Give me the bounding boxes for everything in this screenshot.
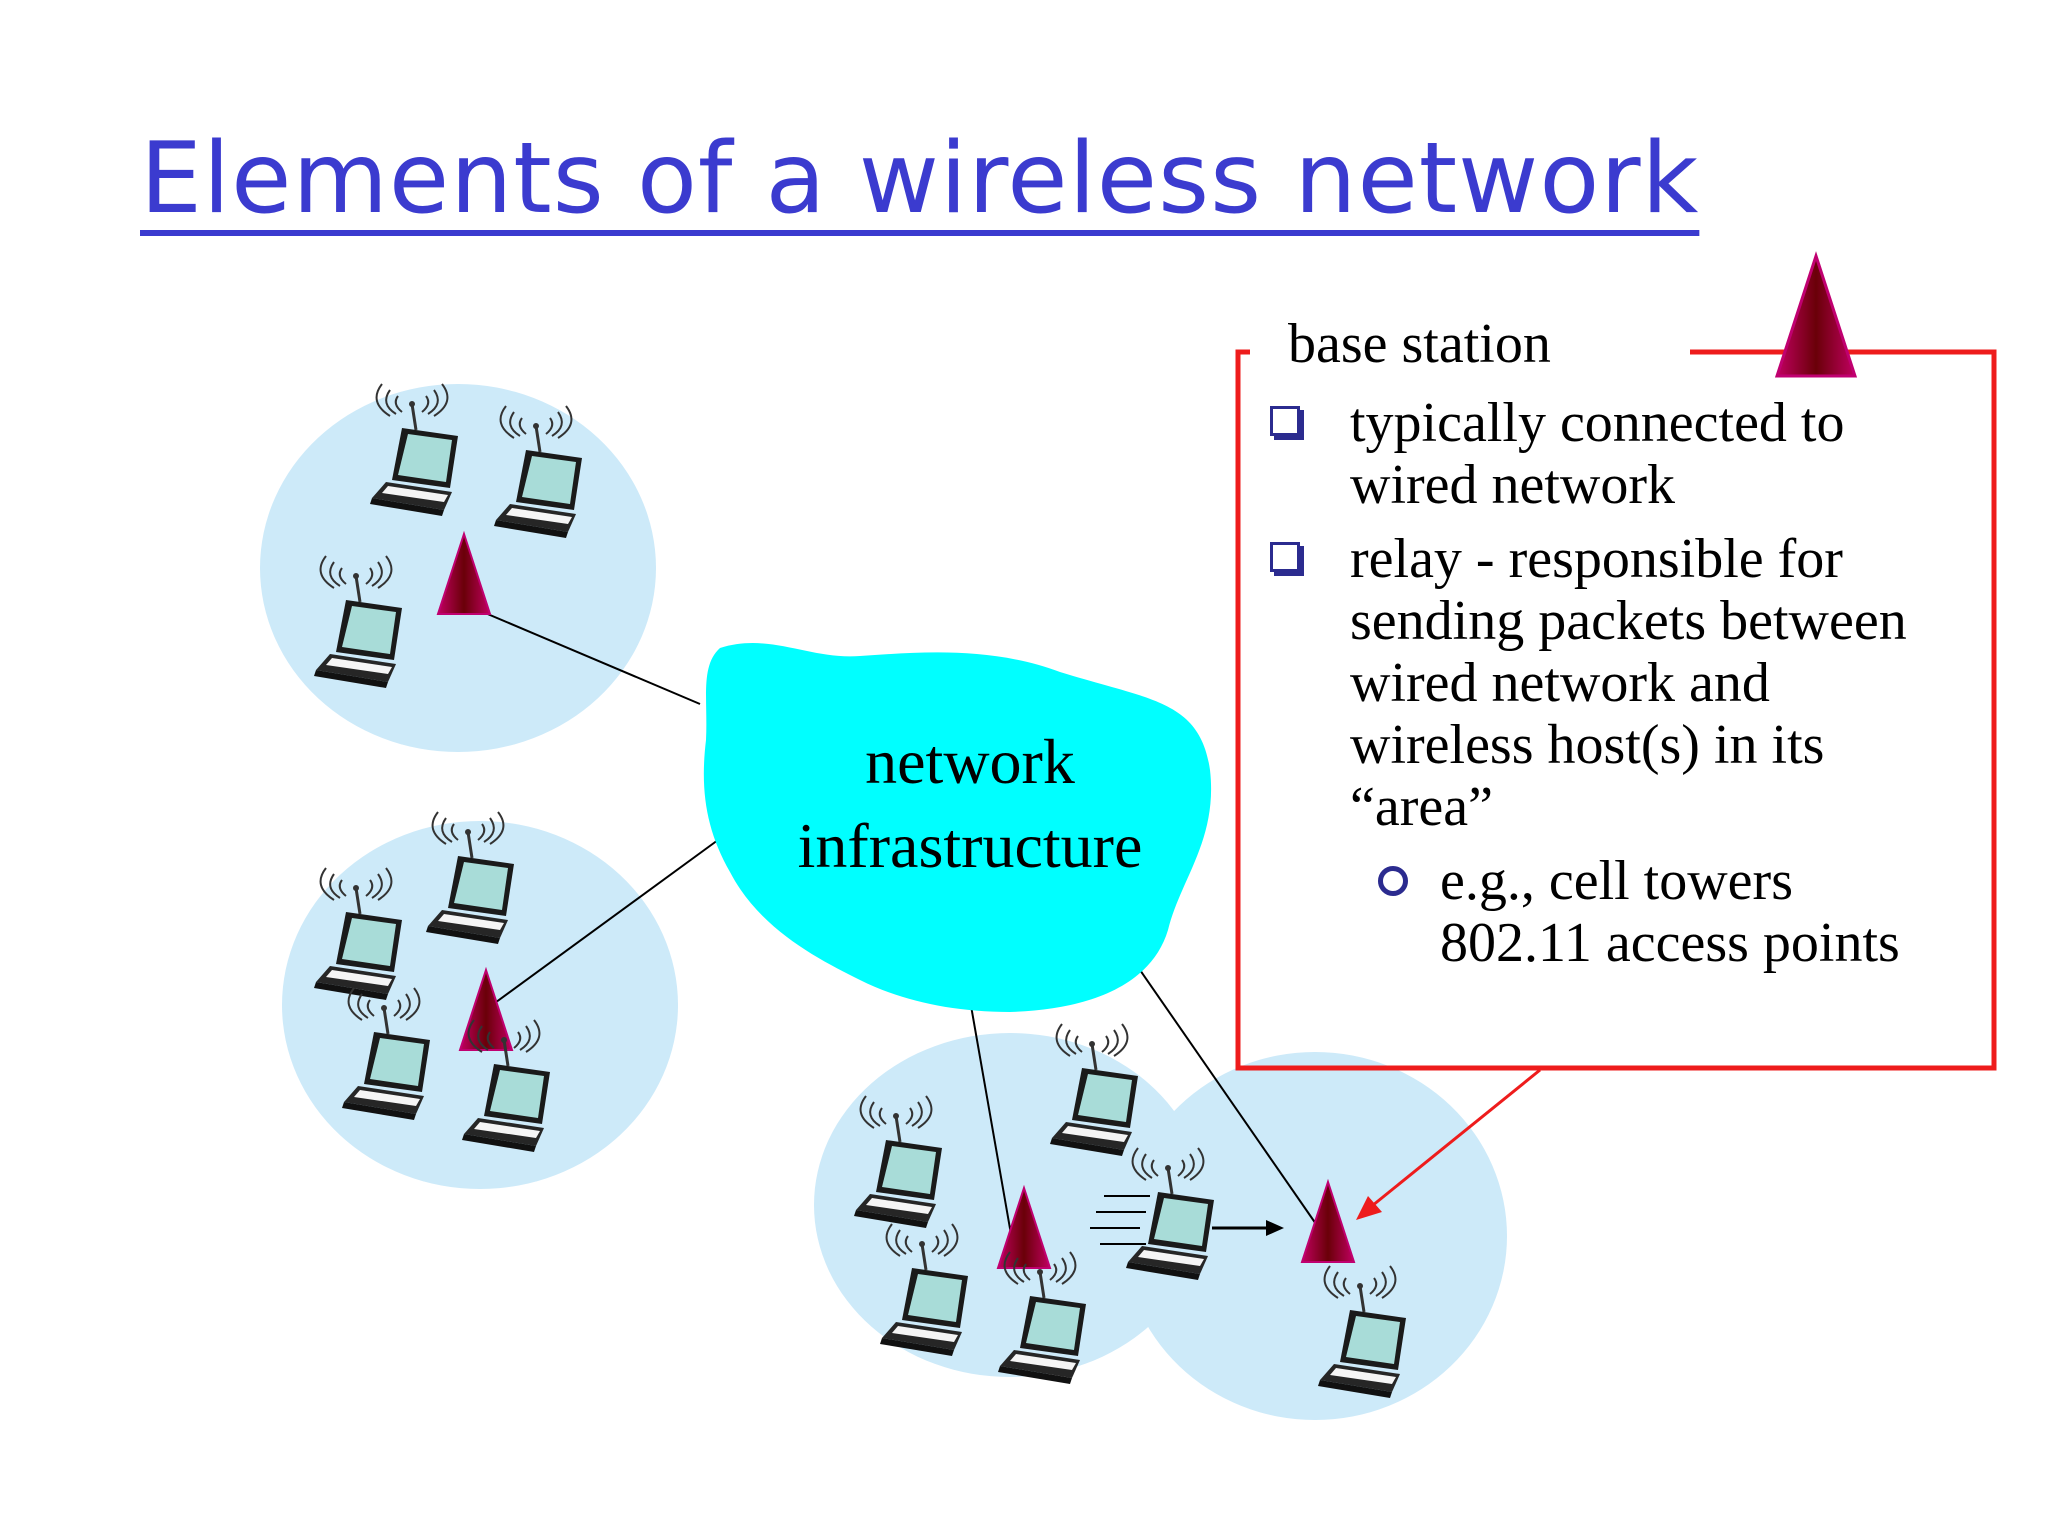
bullet-item: typically connected to wired network: [1270, 392, 2010, 516]
movement-arrowhead: [1266, 1220, 1284, 1236]
wired-link-2: [487, 839, 719, 1009]
callout-bullet-list: typically connected to wired network rel…: [1270, 392, 2010, 986]
bullet-line: typically connected to: [1350, 392, 1845, 454]
cloud-label-line-2: infrastructure: [797, 810, 1143, 881]
motion-lines-icon: [1090, 1195, 1150, 1245]
sub-bullet-item: e.g., cell towers 802.11 access points: [1270, 850, 2010, 974]
square-bullet-icon: [1270, 406, 1300, 436]
square-bullet-icon: [1270, 542, 1300, 572]
bullet-line: wireless host(s) in its: [1350, 714, 1825, 776]
sub-bullet-line: 802.11 access points: [1440, 912, 1900, 974]
bullet-line: relay - responsible for: [1350, 528, 1843, 590]
callout-heading: base station: [1288, 313, 1551, 375]
bullet-line: “area”: [1350, 776, 1493, 838]
callout-border: [1235, 349, 1997, 1071]
wired-link-3: [969, 999, 1013, 1241]
cloud-label: network infrastructure: [760, 720, 1180, 888]
sub-bullet-line: e.g., cell towers: [1440, 850, 1793, 912]
wired-link-4: [1139, 969, 1317, 1225]
callout-arrowhead: [1356, 1196, 1382, 1220]
cloud-icon: [703, 643, 1212, 1012]
circle-bullet-icon: [1378, 866, 1408, 896]
slide-title: Elements of a wireless network: [140, 122, 1700, 236]
bullet-line: wired network and: [1350, 652, 1770, 714]
bullet-item: relay - responsible for sending packets …: [1270, 528, 2010, 838]
bullet-line: wired network: [1350, 454, 1676, 516]
wired-link-1: [463, 603, 701, 705]
cloud-label-line-1: network: [865, 726, 1075, 797]
bullet-line: sending packets between: [1350, 590, 1907, 652]
callout-pointer: [1361, 1068, 1541, 1216]
base-station-icon: [1775, 254, 1857, 378]
